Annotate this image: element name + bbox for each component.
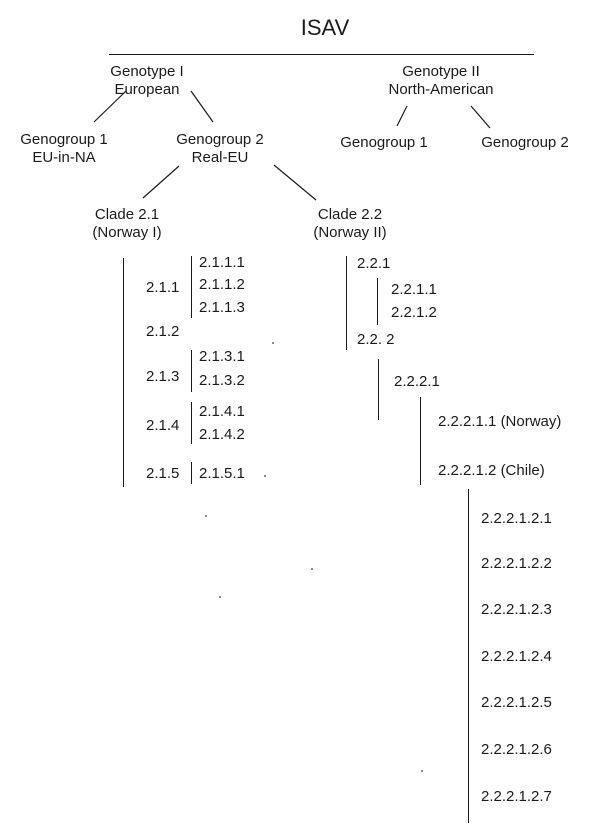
subclade-2-2-2-1: 2.2.2.1: [394, 373, 440, 390]
genotype-2-name: Genotype II: [402, 63, 480, 80]
leaf-2-2-2-1-2-3: 2.2.2.1.2.3: [481, 601, 552, 618]
subclade-2-1-1-2: 2.1.1.2: [199, 276, 245, 293]
g1-genogroup-2-name: Genogroup 2: [176, 131, 264, 148]
genotype-1-region: European: [114, 81, 180, 98]
clade-2-1-name: Clade 2.1: [94, 206, 160, 223]
g2-genogroup-2-node: Genogroup 2: [481, 134, 569, 151]
leaf-2-2-2-1-2-4: 2.2.2.1.2.4: [481, 648, 552, 665]
scan-speck: [272, 342, 274, 344]
clade-2-1-node: Clade 2.1 (Norway I): [92, 206, 161, 242]
subclade-2-1-1-3: 2.1.1.3: [199, 299, 245, 316]
scan-speck: [421, 770, 423, 772]
subclade-2-1-1: 2.1.1: [146, 279, 180, 296]
subclade-2-1-3-2: 2.1.3.2: [199, 372, 245, 389]
subclade-2-2-2: 2.2. 2: [357, 331, 395, 348]
subclade-2-1-3-1: 2.1.3.1: [199, 348, 245, 365]
subclade-2-2-1-1: 2.2.1.1: [391, 281, 437, 298]
clade-2-2-node: Clade 2.2 (Norway II): [313, 206, 386, 242]
subclade-2-2-2-1-2-bracket: [468, 489, 470, 823]
subclade-2-2-2-1-2-label: 2.2.2.1.2: [438, 462, 497, 479]
subclade-2-2-2-1-1-label: 2.2.2.1.1: [438, 413, 497, 430]
scan-speck: [205, 515, 207, 517]
genotype-2-region: North-American: [388, 81, 494, 98]
subclade-2-1-4-bracket: [191, 402, 193, 444]
g1-genogroup-1-name: Genogroup 1: [20, 131, 108, 148]
subclade-2-2-2-1-1: 2.2.2.1.1 (Norway): [438, 413, 561, 431]
subclade-2-2-2-1-bracket: [420, 397, 422, 485]
genotype-1-node: Genotype I European: [110, 63, 183, 99]
clade-2-2-desc: (Norway II): [313, 224, 387, 241]
genotype-1-name: Genotype I: [110, 63, 184, 80]
clade-2-1-bracket: [123, 258, 125, 487]
subclade-2-2-1: 2.2.1: [357, 255, 391, 272]
subclade-2-1-4-2: 2.1.4.2: [199, 426, 245, 443]
subclade-2-1-5: 2.1.5: [146, 465, 180, 482]
subclade-2-1-1-bracket: [191, 256, 193, 318]
connector-genotype1-genogroup1: [93, 90, 127, 123]
leaf-2-2-2-1-2-5: 2.2.2.1.2.5: [481, 694, 552, 711]
leaf-2-2-2-1-2-2: 2.2.2.1.2.2: [481, 555, 552, 572]
connector-genogroup2-clade22: [273, 164, 317, 201]
subclade-2-1-4: 2.1.4: [146, 417, 180, 434]
clade-2-2-bracket: [346, 256, 348, 350]
title-underline: [109, 54, 534, 56]
connector-genotype1-genogroup2: [190, 90, 214, 123]
subclade-2-1-3-bracket: [191, 350, 193, 392]
subclade-2-2-2-bracket: [378, 359, 380, 420]
subclade-2-1-4-1: 2.1.4.1: [199, 403, 245, 420]
connector-genotype2-genogroup2: [470, 105, 491, 129]
subclade-2-1-5-bracket: [191, 462, 193, 484]
g1-genogroup-2-desc: Real-EU: [191, 149, 249, 166]
leaf-2-2-2-1-2-1: 2.2.2.1.2.1: [481, 510, 552, 527]
clade-2-1-desc: (Norway I): [92, 224, 162, 241]
g1-genogroup-1-node: Genogroup 1 EU-in-NA: [20, 131, 108, 167]
subclade-2-2-2-1-1-note: (Norway): [500, 413, 562, 430]
connector-genogroup2-clade21: [142, 165, 180, 199]
subclade-2-2-2-1-2: 2.2.2.1.2 (Chile): [438, 462, 545, 480]
scan-speck: [264, 475, 266, 477]
leaf-2-2-2-1-2-7: 2.2.2.1.2.7: [481, 788, 552, 805]
g1-genogroup-1-desc: EU-in-NA: [32, 149, 96, 166]
subclade-2-2-1-bracket: [377, 278, 379, 325]
clade-2-2-name: Clade 2.2: [317, 206, 383, 223]
g1-genogroup-2-node: Genogroup 2 Real-EU: [176, 131, 264, 167]
scan-speck: [219, 596, 221, 598]
diagram-title: ISAV: [300, 15, 350, 40]
genotype-2-node: Genotype II North-American: [388, 63, 493, 99]
connector-genotype2-genogroup1: [396, 105, 408, 127]
subclade-2-2-1-2: 2.2.1.2: [391, 304, 437, 321]
scan-speck: [311, 568, 313, 570]
subclade-2-1-5-1: 2.1.5.1: [199, 465, 245, 482]
subclade-2-2-2-1-2-note: (Chile): [500, 462, 545, 479]
g2-genogroup-1-node: Genogroup 1: [340, 134, 428, 151]
subclade-2-1-1-1: 2.1.1.1: [199, 254, 245, 271]
subclade-2-1-3: 2.1.3: [146, 368, 180, 385]
leaf-2-2-2-1-2-6: 2.2.2.1.2.6: [481, 741, 552, 758]
subclade-2-1-2: 2.1.2: [146, 323, 180, 340]
